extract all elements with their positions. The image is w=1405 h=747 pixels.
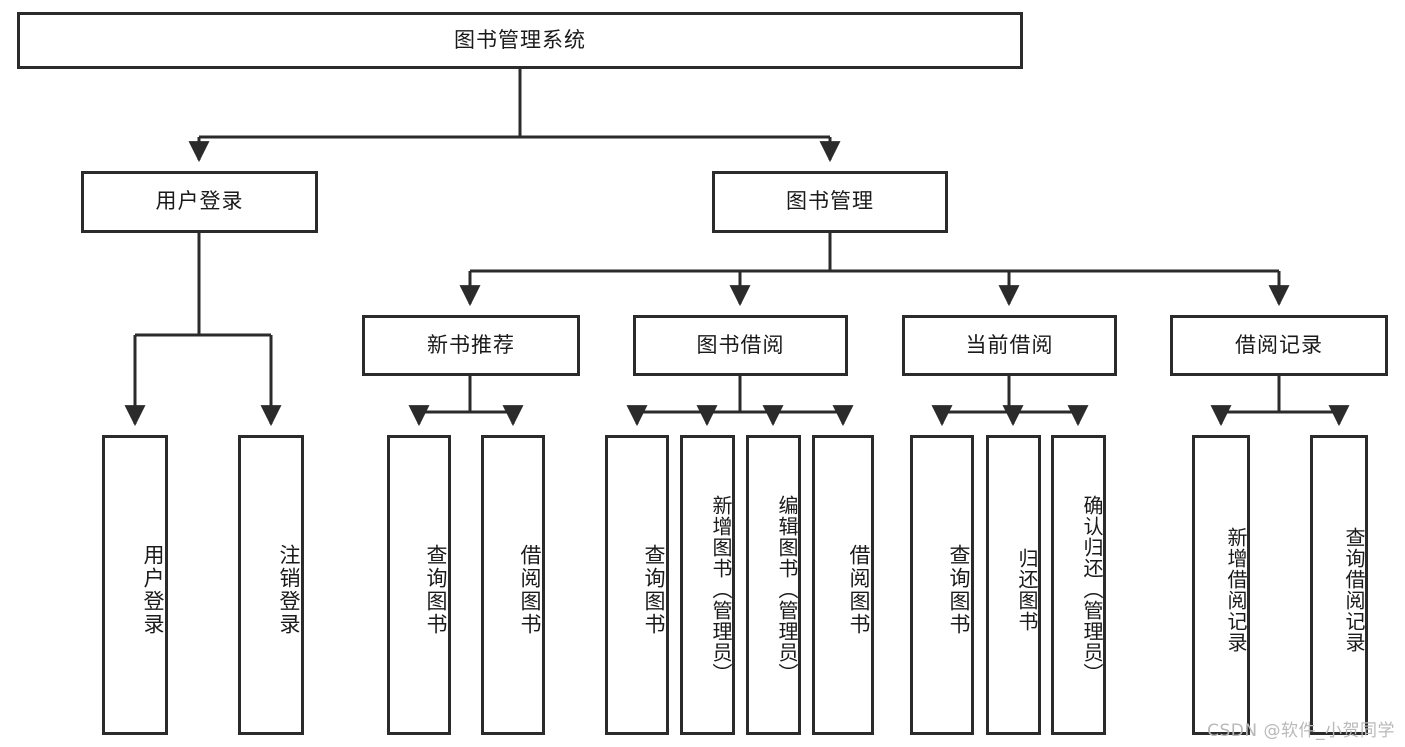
leaf-query-borrow-record[interactable]: 查询借阅记录 [1310, 435, 1368, 735]
leaf-logout[interactable]: 注销登录 [238, 435, 304, 735]
leaf-query-book-current[interactable]: 查询图书 [910, 435, 974, 735]
node-new-book-recommendation[interactable]: 新书推荐 [362, 315, 580, 376]
node-user-login[interactable]: 用户登录 [81, 171, 318, 233]
leaf-user-login[interactable]: 用户登录 [102, 435, 168, 735]
leaf-query-book-borrowing[interactable]: 查询图书 [605, 435, 669, 735]
leaf-borrow-book[interactable]: 借阅图书 [812, 435, 874, 735]
leaf-query-book-recommendation[interactable]: 查询图书 [387, 435, 451, 735]
leaf-edit-book-admin[interactable]: 编辑图书（管理员） [746, 435, 801, 735]
leaf-return-book[interactable]: 归还图书 [986, 435, 1041, 735]
node-current-borrowing[interactable]: 当前借阅 [902, 315, 1117, 376]
csdn-watermark: CSDN @软件_小贺同学 [1207, 721, 1395, 741]
leaf-confirm-return-admin[interactable]: 确认归还（管理员） [1051, 435, 1106, 735]
node-book-management[interactable]: 图书管理 [712, 171, 948, 233]
leaf-add-borrow-record[interactable]: 新增借阅记录 [1192, 435, 1250, 735]
node-book-borrowing[interactable]: 图书借阅 [633, 315, 848, 376]
node-root-system[interactable]: 图书管理系统 [17, 12, 1023, 69]
leaf-borrow-book-recommendation[interactable]: 借阅图书 [481, 435, 545, 735]
leaf-add-book-admin[interactable]: 新增图书（管理员） [680, 435, 735, 735]
node-borrow-records[interactable]: 借阅记录 [1170, 315, 1388, 376]
